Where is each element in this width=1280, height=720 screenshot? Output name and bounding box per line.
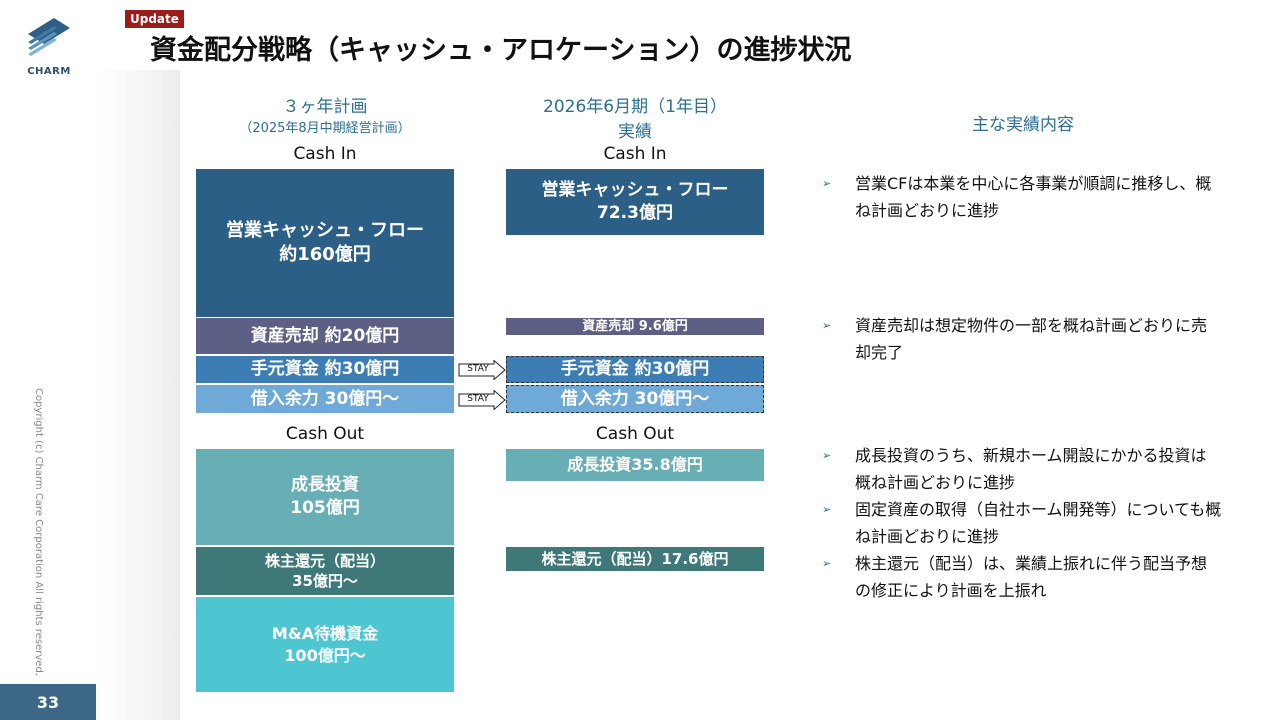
plan-ma-line2: 100億円～ <box>284 645 366 665</box>
actual-borrowing-label: 借入余力 30億円～ <box>560 388 710 409</box>
actual-operating-cf-bar: 営業キャッシュ・フロー 72.3億円 <box>506 169 764 235</box>
results-bullet: ➢ 営業CFは本業を中心に各事業が順調に推移し、概ね計画どおりに進捗 <box>822 170 1222 224</box>
results-bullet-text: 営業CFは本業を中心に各事業が順調に推移し、概ね計画どおりに進捗 <box>855 174 1212 220</box>
right-arrow-icon <box>458 360 506 380</box>
actual-asset-sale-label: 資産売却 9.6億円 <box>582 318 688 334</box>
results-bullet: ➢ 成長投資のうち、新規ホーム開設にかかる投資は概ね計画どおりに進捗 <box>822 442 1222 496</box>
actual-cash-on-hand-label: 手元資金 約30億円 <box>560 359 710 380</box>
arrow-bullet-icon: ➢ <box>822 449 832 462</box>
actual-heading-text: 2026年6月期（1年目） <box>543 97 727 117</box>
page-title: 資金配分戦略（キャッシュ・アロケーション）の進捗状況 <box>150 35 852 66</box>
right-arrow-icon <box>458 390 506 410</box>
plan-cash-out-label: Cash Out <box>285 424 365 444</box>
plan-ma-line1: M&A待機資金 <box>271 623 379 643</box>
stay-label: STAY <box>467 394 489 404</box>
plan-operating-cf-bar: 営業キャッシュ・フロー 約160億円 <box>196 169 454 317</box>
results-bullet: ➢ 固定資産の取得（自社ホーム開発等）についても概ね計画どおりに進捗 <box>822 496 1222 550</box>
sidebar-shade <box>96 70 180 720</box>
plan-heading-text: ３ヶ年計画 <box>282 97 368 117</box>
logo-mark-icon <box>28 18 70 56</box>
actual-borrowing-bar: 借入余力 30億円～ <box>506 385 764 413</box>
plan-borrowing-bar: 借入余力 30億円～ <box>196 385 454 413</box>
plan-return-line1: 株主還元（配当） <box>264 551 385 570</box>
copyright-notice: Copyright (c) Charm Care Corporation All… <box>33 388 44 676</box>
stay-arrow-cash: STAY <box>458 360 506 380</box>
plan-cash-on-hand-label: 手元資金 約30億円 <box>250 359 400 380</box>
actual-cash-out-label: Cash Out <box>595 424 675 444</box>
actual-cash-in-label: Cash In <box>603 144 667 164</box>
plan-subheading: （2025年8月中期経営計画） <box>239 121 411 136</box>
actual-growth-bar: 成長投資35.8億円 <box>506 449 764 481</box>
plan-borrowing-label: 借入余力 30億円～ <box>250 388 400 409</box>
plan-asset-sale-bar: 資産売却 約20億円 <box>196 318 454 354</box>
stay-label: STAY <box>467 364 489 374</box>
arrow-bullet-icon: ➢ <box>822 557 832 570</box>
actual-growth-label: 成長投資35.8億円 <box>567 455 703 475</box>
plan-growth-bar: 成長投資 105億円 <box>196 449 454 545</box>
plan-cash-in-label: Cash In <box>293 144 357 164</box>
arrow-bullet-icon: ➢ <box>822 177 832 190</box>
plan-growth-line2: 105億円 <box>290 498 360 518</box>
actual-operating-cf-line1: 営業キャッシュ・フロー <box>541 180 729 201</box>
plan-asset-sale-label: 資産売却 約20億円 <box>250 325 400 346</box>
plan-cash-on-hand-bar: 手元資金 約30億円 <box>196 356 454 383</box>
actual-return-bar: 株主還元（配当）17.6億円 <box>506 547 764 571</box>
results-bullet-text: 成長投資のうち、新規ホーム開設にかかる投資は概ね計画どおりに進捗 <box>855 446 1207 492</box>
results-bullet-text: 資産売却は想定物件の一部を概ね計画どおりに売却完了 <box>855 316 1208 362</box>
actual-subheading: 実績 <box>618 122 652 142</box>
page-number: 33 <box>0 684 96 720</box>
results-bullet-text: 固定資産の取得（自社ホーム開発等）についても概ね計画どおりに進捗 <box>855 500 1222 546</box>
plan-heading: ３ヶ年計画 （2025年8月中期経営計画） <box>196 92 454 136</box>
actual-cash-on-hand-bar: 手元資金 約30億円 <box>506 356 764 383</box>
actual-heading: 2026年6月期（1年目） 実績 <box>506 92 764 142</box>
plan-operating-cf-line1: 営業キャッシュ・フロー <box>226 219 424 241</box>
plan-growth-line1: 成長投資 <box>291 475 359 496</box>
stay-arrow-borrowing: STAY <box>458 390 506 410</box>
plan-return-line2: 35億円～ <box>292 572 358 590</box>
arrow-bullet-icon: ➢ <box>822 503 832 516</box>
actual-asset-sale-bar: 資産売却 9.6億円 <box>506 318 764 335</box>
results-bullet: ➢ 株主還元（配当）は、業績上振れに伴う配当予想の修正により計画を上振れ <box>822 550 1222 604</box>
plan-operating-cf-line2: 約160億円 <box>279 244 371 265</box>
results-bullet-text: 株主還元（配当）は、業績上振れに伴う配当予想の修正により計画を上振れ <box>855 554 1208 600</box>
plan-return-bar: 株主還元（配当） 35億円～ <box>196 547 454 595</box>
update-badge: Update <box>125 10 184 28</box>
results-bullet: ➢ 資産売却は想定物件の一部を概ね計画どおりに売却完了 <box>822 312 1222 366</box>
plan-ma-bar: M&A待機資金 100億円～ <box>196 597 454 692</box>
logo-text: CHARM <box>27 66 71 77</box>
company-logo: CHARM <box>22 14 78 78</box>
results-heading: 主な実績内容 <box>972 115 1074 135</box>
actual-operating-cf-line2: 72.3億円 <box>597 203 673 223</box>
arrow-bullet-icon: ➢ <box>822 319 832 332</box>
actual-return-label: 株主還元（配当）17.6億円 <box>541 549 729 568</box>
